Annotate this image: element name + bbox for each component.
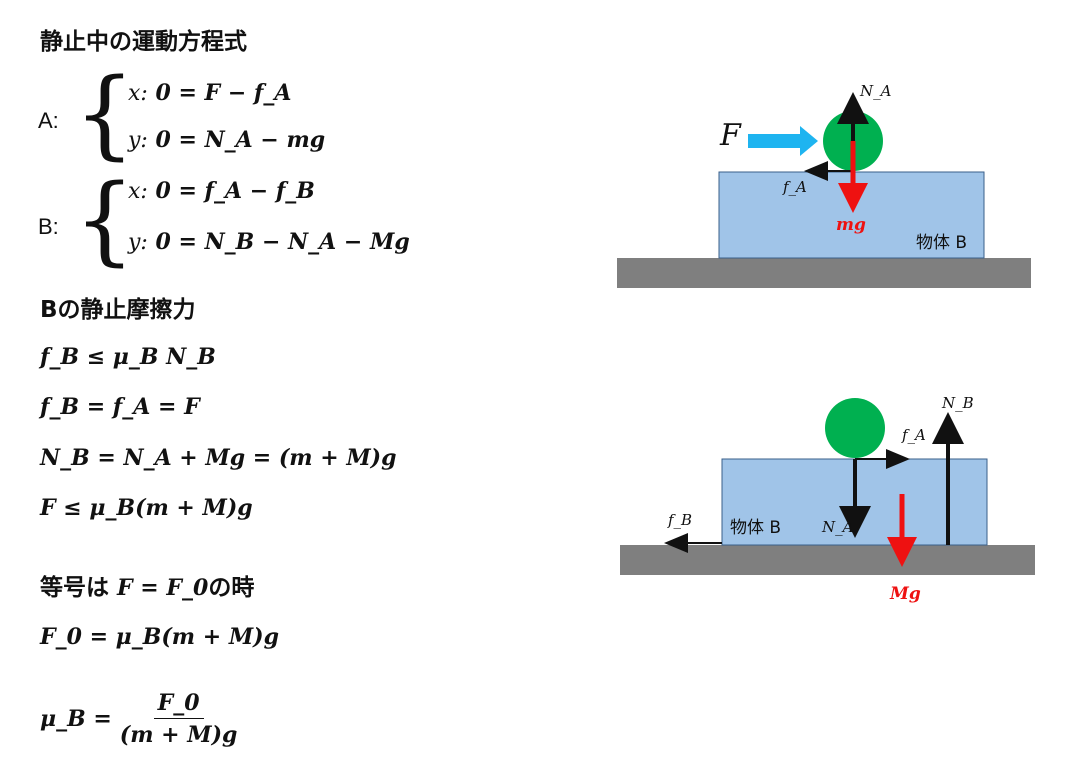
mu-denominator: (m + M)g [119,722,238,748]
fric-eq-4: F ≤ μ_B(m + M)g [40,495,253,521]
brace-a: { [74,58,136,170]
label-friction-a-1: f_A [782,178,807,196]
heading-equality: 等号は F = F_0の時 [40,568,254,602]
ground-2 [620,545,1035,575]
fric-eq-3: N_B = N_A + Mg = (m + M)g [40,445,397,471]
ground-1 [617,258,1031,288]
label-force-f: F [719,118,742,153]
label-normal-a-2: N_A [821,518,854,536]
diagram-2: N_B f_A f_B N_A Mg 物体 B [620,394,1035,604]
heading-equality-pre: 等号は [40,575,118,601]
label-weight-m: mg [836,215,866,235]
mu-equation: μ_B = F_0 (m + M)g [40,690,237,748]
mu-numerator: F_0 [153,690,204,719]
heading-equality-math: F = F_0 [117,575,209,601]
eq-a-x-prefix: x: [128,81,148,106]
label-block-b-1: 物体 B [916,233,967,253]
eq-a-y-prefix: y: [128,128,148,153]
fric-eq-1: f_B ≤ μ_B N_B [40,344,216,370]
mu-lhs: μ_B = [40,706,112,732]
heading-friction: Bの静止摩擦力 [40,297,196,323]
fric-eq-2: f_B = f_A = F [40,394,200,420]
force-f-arrow [748,126,818,156]
ball-a-2 [825,398,885,458]
eq-b-y-body: 0 = N_B − N_A − Mg [155,229,410,255]
body-b-label: B: [38,214,59,239]
heading-static-equations: 静止中の運動方程式 [40,29,247,55]
f0-equation: F_0 = μ_B(m + M)g [40,624,279,650]
eq-a-y: y: 0 = N_A − mg [128,127,325,153]
eq-b-y-prefix: y: [128,230,148,255]
eq-b-x-prefix: x: [128,179,148,204]
eq-a-x-body: 0 = F − f_A [155,80,292,106]
label-block-b-2: 物体 B [730,518,781,538]
label-normal-a-1: N_A [859,82,892,100]
eq-b-y: y: 0 = N_B − N_A − Mg [128,229,410,255]
label-friction-a-2: f_A [901,426,926,444]
eq-b-x-body: 0 = f_A − f_B [155,178,315,204]
body-a-label: A: [38,108,59,133]
diagram-1: F N_A f_A mg 物体 B [617,82,1031,288]
brace-b: { [74,164,136,276]
eq-a-y-body: 0 = N_A − mg [155,127,326,153]
heading-equality-post: の時 [208,575,255,601]
label-friction-b: f_B [667,511,692,529]
mu-fraction: F_0 (m + M)g [120,690,238,748]
label-weight-big-m: Mg [889,584,921,604]
eq-b-x: x: 0 = f_A − f_B [128,178,315,204]
eq-a-x: x: 0 = F − f_A [128,80,291,106]
label-normal-b: N_B [941,394,974,412]
